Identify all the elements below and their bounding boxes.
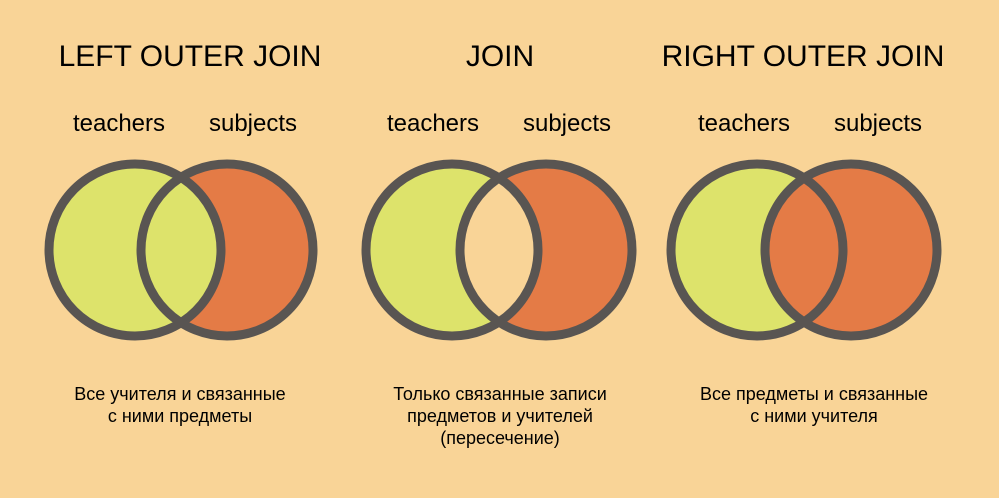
caption-right-outer-join: Все предметы и связанные с ними учителя xyxy=(664,383,964,427)
set-label-teachers: teachers xyxy=(697,110,791,137)
venn-left-outer-join xyxy=(44,159,318,341)
caption-line: Все предметы и связанные xyxy=(699,384,929,404)
caption-line: предметов и учителей xyxy=(407,406,593,426)
caption-line: Только связанные записи xyxy=(393,384,607,404)
intersection-overlay xyxy=(460,164,538,336)
set-label-subjects: subjects xyxy=(208,110,298,137)
caption-line: (пересечение) xyxy=(440,428,560,448)
set-label-subjects: subjects xyxy=(522,110,612,137)
panel-title-left-outer-join: LEFT OUTER JOIN xyxy=(58,40,322,73)
intersection-overlay xyxy=(765,164,843,336)
subjects-outline xyxy=(455,159,637,341)
teachers-outline xyxy=(44,159,226,341)
subjects-outline xyxy=(760,159,942,341)
caption-line: с ними предметы xyxy=(107,406,253,426)
caption-left-outer-join: Все учителя и связанные с ними предметы xyxy=(30,383,330,427)
set-label-subjects: subjects xyxy=(833,110,923,137)
subjects-outline xyxy=(136,159,318,341)
teachers-outline xyxy=(361,159,543,341)
set-label-teachers: teachers xyxy=(386,110,480,137)
panel-title-join: JOIN xyxy=(465,40,535,73)
caption-line: с ними учителя xyxy=(750,406,878,426)
intersection-overlay xyxy=(141,164,221,336)
caption-join: Только связанные записи предметов и учит… xyxy=(350,383,650,449)
panel-title-right-outer-join: RIGHT OUTER JOIN xyxy=(661,40,945,73)
teachers-outline xyxy=(666,159,848,341)
venn-join xyxy=(361,159,637,341)
venn-right-outer-join xyxy=(666,159,942,341)
caption-line: Все учителя и связанные xyxy=(74,384,286,404)
set-label-teachers: teachers xyxy=(72,110,166,137)
